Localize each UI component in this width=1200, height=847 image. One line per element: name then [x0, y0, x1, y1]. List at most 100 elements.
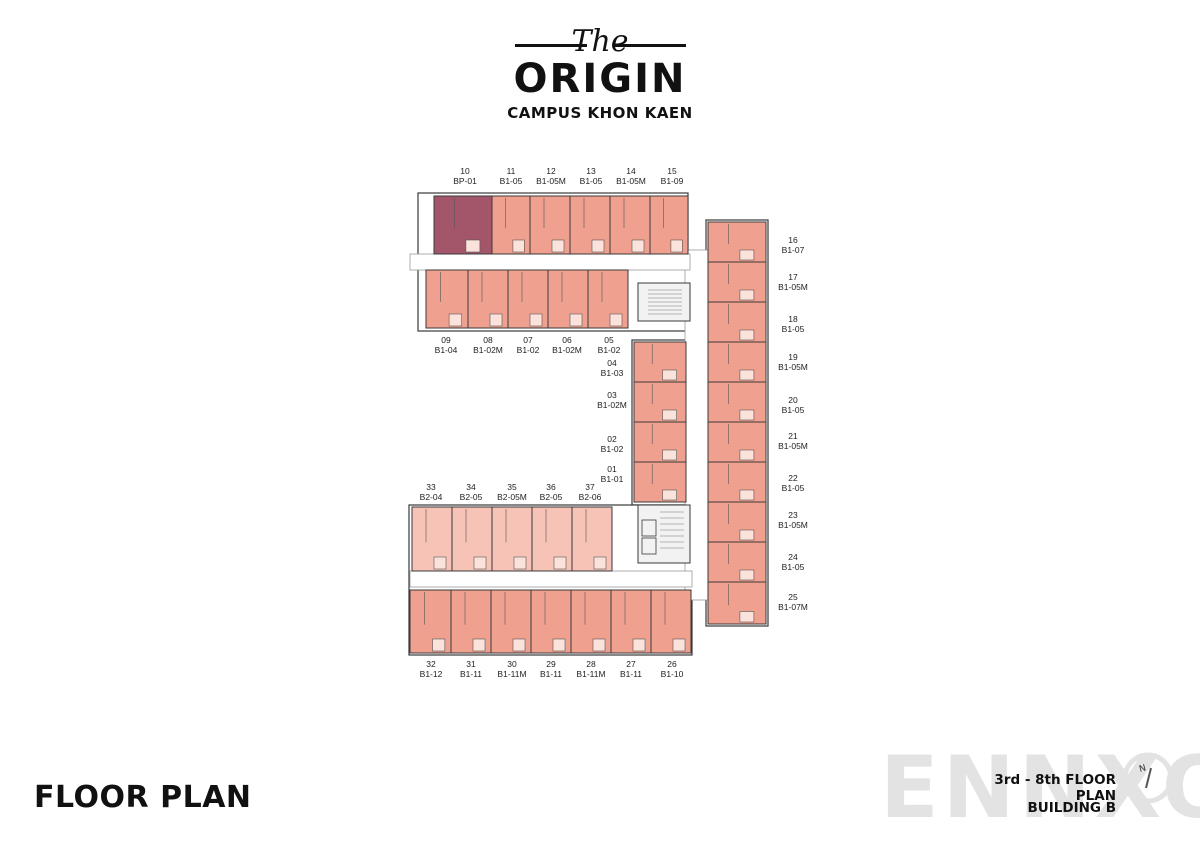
unit-bathroom	[513, 556, 527, 570]
unit-bathroom	[739, 611, 755, 623]
unit-type: B1-05M	[778, 441, 808, 451]
unit-bathroom	[529, 313, 543, 327]
unit-number: 04	[607, 358, 617, 368]
unit-bathroom	[739, 409, 755, 421]
unit-type: B1-11	[460, 669, 482, 679]
unit-labels: 10BP-0111B1-0512B1-05M13B1-0514B1-05M15B…	[420, 166, 808, 679]
building-label: BUILDING B	[1027, 800, 1116, 816]
unit-bathroom	[551, 239, 565, 253]
unit-number: 21	[788, 431, 798, 441]
unit-type: B1-11	[620, 669, 642, 679]
unit-bathroom	[662, 369, 677, 381]
unit-bathroom	[473, 556, 487, 570]
unit-bathroom	[592, 638, 606, 652]
unit-number: 25	[788, 592, 798, 602]
lift-shaft	[641, 519, 657, 537]
unit-type: B2-06	[579, 492, 602, 502]
unit-number: 13	[586, 166, 596, 176]
south-corridor	[409, 570, 693, 588]
unit-number: 17	[788, 272, 798, 282]
unit-number: 01	[607, 464, 617, 474]
unit-bathroom	[489, 313, 503, 327]
unit-number: 18	[788, 314, 798, 324]
unit-01	[633, 461, 687, 503]
unit-04	[633, 341, 687, 383]
unit-type: B1-05	[782, 483, 805, 493]
unit-type: B1-02	[598, 345, 621, 355]
unit-number: 08	[483, 335, 493, 345]
unit-02	[633, 421, 687, 463]
north-arrow-icon: N	[1122, 752, 1174, 804]
unit-number: 35	[507, 482, 517, 492]
unit-number: 19	[788, 352, 798, 362]
unit-type: B1-05	[782, 405, 805, 415]
unit-13	[569, 195, 611, 255]
unit-03	[633, 381, 687, 423]
unit-type: B2-05	[540, 492, 563, 502]
unit-type: B2-05M	[497, 492, 527, 502]
unit-type: B1-11M	[497, 669, 526, 679]
unit-type: B1-11	[540, 669, 562, 679]
unit-bathroom	[739, 249, 755, 261]
unit-type: B1-01	[601, 474, 624, 484]
unit-number: 05	[604, 335, 614, 345]
unit-number: 34	[466, 482, 476, 492]
page-title: FLOOR PLAN	[34, 780, 252, 815]
unit-number: 27	[626, 659, 636, 669]
unit-bathroom	[609, 313, 623, 327]
unit-bathroom	[448, 313, 463, 327]
lift-shaft	[641, 537, 657, 555]
unit-number: 23	[788, 510, 798, 520]
unit-bathroom	[465, 239, 481, 253]
unit-type: B1-05M	[778, 520, 808, 530]
unit-number: 11	[507, 166, 516, 176]
unit-number: 32	[426, 659, 436, 669]
stair-core-south	[637, 504, 691, 564]
unit-type: B1-05M	[778, 282, 808, 292]
unit-type: B1-07	[782, 245, 805, 255]
unit-bathroom	[512, 239, 525, 253]
unit-type: B1-05	[782, 324, 805, 334]
unit-number: 02	[607, 434, 617, 444]
unit-bathroom	[552, 638, 566, 652]
unit-bathroom	[662, 489, 677, 501]
unit-bathroom	[553, 556, 567, 570]
unit-type: B1-07M	[778, 602, 808, 612]
unit-number: 24	[788, 552, 798, 562]
unit-number: 28	[586, 659, 596, 669]
north-letter: N	[1138, 763, 1147, 774]
unit-number: 16	[788, 235, 798, 245]
unit-type: B1-03	[601, 368, 624, 378]
unit-type: B1-04	[435, 345, 458, 355]
unit-bathroom	[472, 638, 486, 652]
unit-type: B1-05M	[616, 176, 646, 186]
unit-number: 03	[607, 390, 617, 400]
unit-type: B1-05M	[536, 176, 566, 186]
unit-bathroom	[739, 329, 755, 341]
unit-17	[707, 261, 767, 303]
brand-the: The	[571, 24, 629, 59]
unit-22	[707, 461, 767, 503]
unit-number: 36	[546, 482, 556, 492]
unit-24	[707, 541, 767, 583]
unit-number: 12	[546, 166, 556, 176]
unit-21	[707, 421, 767, 463]
unit-type: B1-05M	[778, 362, 808, 372]
brand-name: ORIGIN	[513, 56, 687, 102]
unit-type: B1-02M	[473, 345, 503, 355]
unit-type: B1-05	[782, 562, 805, 572]
unit-bathroom	[632, 638, 646, 652]
unit-number: 26	[667, 659, 677, 669]
north-corridor	[409, 253, 691, 271]
unit-number: 10	[460, 166, 470, 176]
unit-23	[707, 501, 767, 543]
unit-bathroom	[593, 556, 607, 570]
unit-type: B1-11M	[576, 669, 605, 679]
unit-bathroom	[739, 569, 755, 581]
unit-bathroom	[433, 556, 447, 570]
unit-bathroom	[512, 638, 526, 652]
unit-25	[707, 581, 767, 625]
unit-16	[707, 221, 767, 263]
unit-bathroom	[591, 239, 605, 253]
